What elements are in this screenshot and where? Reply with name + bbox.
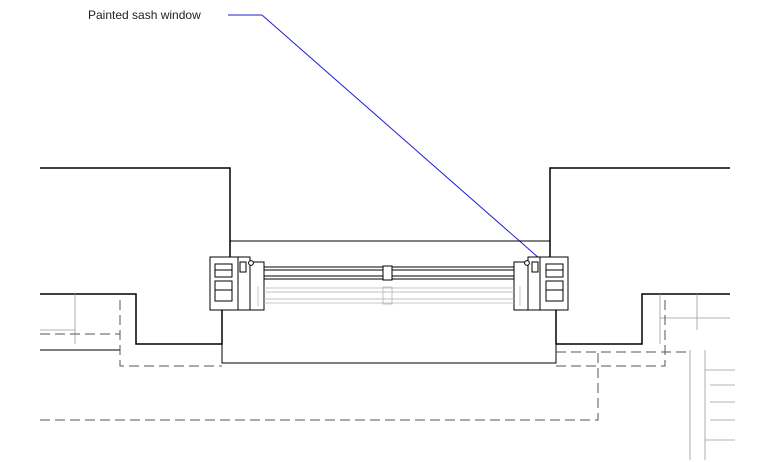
sash-glazing xyxy=(264,265,514,281)
lower-sash-hidden xyxy=(257,286,521,306)
hidden-lines xyxy=(40,300,690,421)
wall-outline xyxy=(40,167,730,345)
reveal-lines xyxy=(40,240,557,364)
masonry-joints xyxy=(40,294,735,460)
left-window-frame xyxy=(209,256,265,311)
annotation-label: Painted sash window xyxy=(88,8,201,22)
right-window-frame xyxy=(513,256,569,311)
annotation-leader xyxy=(228,14,552,270)
